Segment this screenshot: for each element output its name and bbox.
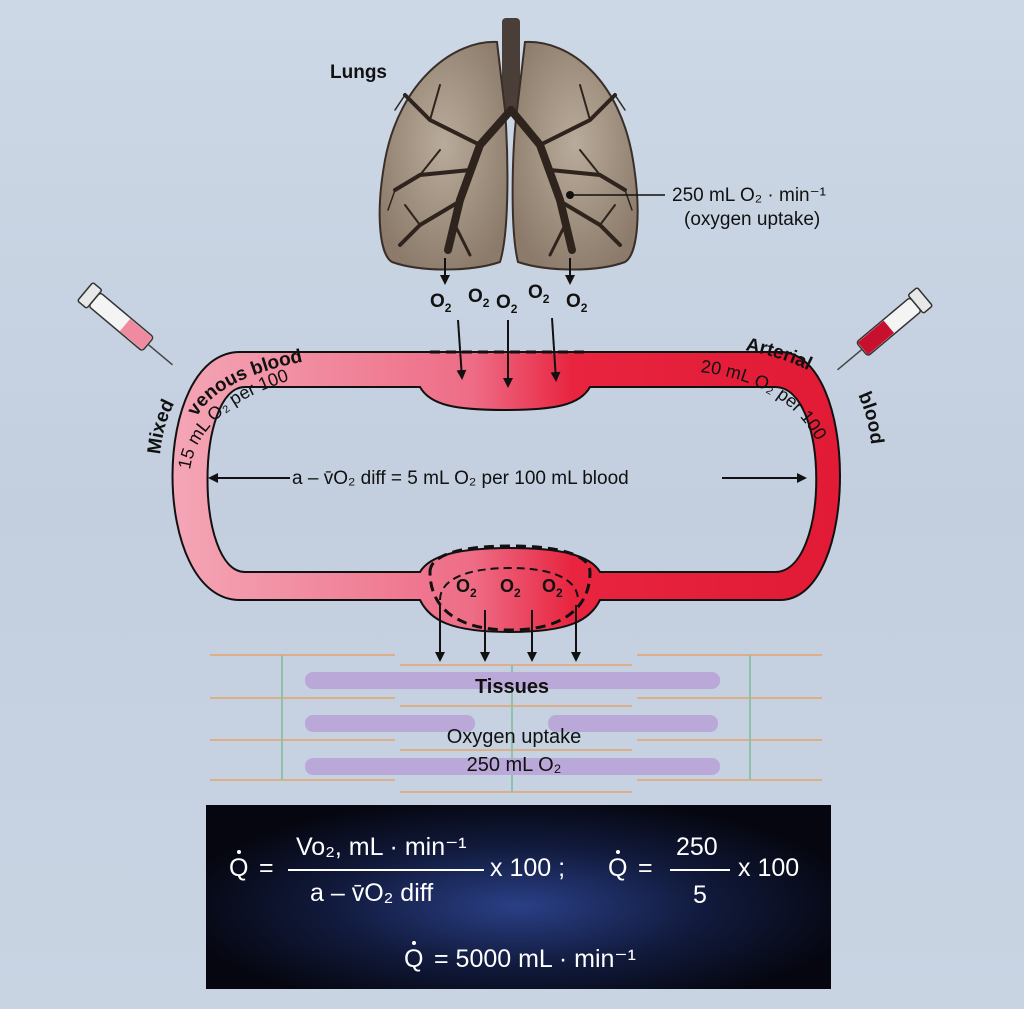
lungs-label: Lungs (330, 62, 387, 83)
trachea (502, 18, 520, 113)
formula-denominator: a – v̄O₂ diff (310, 879, 434, 907)
venous-syringe-icon (77, 282, 173, 366)
o2-symbol: O2 (430, 291, 452, 315)
blood-circulation-loop (171, 351, 841, 634)
tissue-capillary-dashed (428, 544, 592, 632)
o2-symbol: O2 (468, 286, 490, 310)
formula-numerator: Vo₂, mL · min⁻¹ (296, 833, 467, 861)
o2-arrow-1 (456, 319, 467, 380)
tissue-uptake-line2: 250 mL O₂ (467, 754, 562, 776)
bronchial-tree (387, 84, 633, 257)
tissues-label: Tissues (475, 676, 549, 698)
q-dot-symbol: Q (229, 850, 249, 882)
fraction-bar-1 (288, 869, 484, 871)
o2-symbol: O2 (566, 291, 588, 315)
o2-arrow-3 (550, 317, 561, 382)
blood-label: blood (853, 389, 887, 446)
times-100-a: x 100 ; (490, 854, 566, 882)
tissue-fibers (210, 654, 822, 793)
o2-symbol: O2 (528, 282, 550, 306)
tissue-uptake-line1: Oxygen uptake (447, 726, 582, 748)
equals-sign: = (259, 854, 274, 882)
result-value: = 5000 mL · min⁻¹ (434, 945, 636, 973)
denominator-5: 5 (693, 881, 707, 909)
arterial-syringe-icon (837, 287, 933, 371)
o2-symbol: O2 (496, 292, 518, 316)
oxygen-uptake-rate: 250 mL O₂ · min⁻¹ (672, 185, 826, 206)
fraction-bar-2 (670, 869, 730, 871)
result-q-dot: Q (404, 941, 424, 973)
right-lung (511, 40, 639, 271)
lungs-illustration (378, 18, 639, 271)
left-lung (378, 40, 509, 271)
cardiac-output-formula-box: Q = Vo₂, mL · min⁻¹ a – v̄O₂ diff x 100 … (206, 805, 831, 989)
numerator-250: 250 (676, 833, 718, 861)
tissue-capillary-inner-dashed (439, 566, 579, 601)
q-dot-symbol-2: Q (608, 850, 628, 882)
times-100-b: x 100 (738, 854, 800, 882)
oxygen-uptake-note: (oxygen uptake) (684, 209, 820, 230)
equals-sign-2: = (638, 854, 653, 882)
avo2-diff-label: a – v̄O₂ diff = 5 mL O₂ per 100 mL blood (292, 468, 629, 489)
